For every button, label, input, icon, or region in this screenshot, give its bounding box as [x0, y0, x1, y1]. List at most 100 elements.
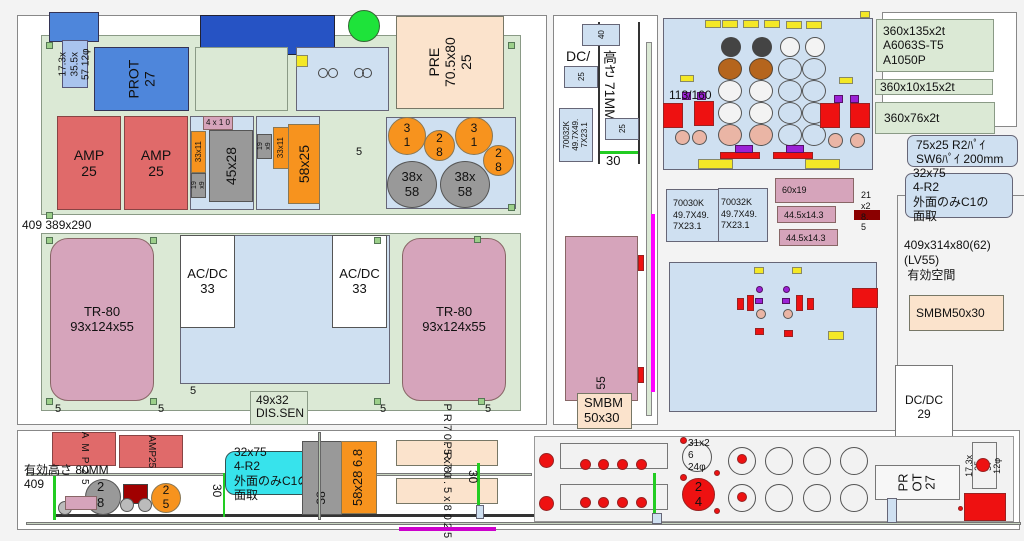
block-25-b: 25 — [605, 118, 639, 140]
comp-21x2-label: 21 x2 8. 5 — [861, 190, 872, 233]
cap-outline — [780, 37, 800, 57]
red-part — [638, 367, 644, 383]
hole — [362, 68, 372, 78]
small-dot — [958, 506, 963, 511]
prot-small-module: 17.3x 35.5x 57 12φ — [58, 40, 92, 88]
cap-outline — [840, 484, 868, 512]
yellow-part — [860, 11, 870, 18]
red-transistor — [852, 288, 878, 308]
terminal-dot — [580, 497, 591, 508]
smbm-heatsink: 55 — [565, 236, 638, 401]
cap-outline — [765, 484, 793, 512]
spacing-label: 5 — [485, 403, 492, 415]
comp-4x10: 4 x 1 0 — [203, 116, 233, 130]
clip — [652, 513, 662, 524]
red-transistor — [694, 101, 714, 126]
pre-bottom-b: PR70.5x8025 — [396, 441, 498, 541]
comp-33x11-b: 33x11 — [273, 127, 289, 169]
amp-bottom-a: AMP25 — [52, 432, 116, 490]
cap-dark — [752, 37, 772, 57]
purple-part — [682, 92, 691, 100]
transformer-left: TR-80 93x124x55 — [50, 238, 154, 401]
cap-pink — [718, 124, 742, 146]
red-bar — [773, 152, 813, 159]
magenta-rail — [651, 214, 655, 392]
lower-amp-pcb — [669, 262, 877, 412]
yellow-part — [792, 267, 802, 274]
note-32x75: 32x75 4-R2 外面のみC1の 面取 — [913, 166, 989, 224]
cap-outline — [728, 447, 756, 475]
yellow-part — [786, 21, 802, 29]
purple-part — [735, 145, 753, 153]
spacer — [46, 42, 53, 49]
note-75x25: 75x25 R2ﾊﾟｲ SW6ﾊﾟｲ 200mm — [907, 135, 1018, 167]
yellow-part — [743, 20, 759, 28]
terminal-dot — [539, 453, 554, 468]
yellow-connector — [296, 55, 308, 67]
cap-gray-small — [120, 498, 134, 512]
terminal-dot — [580, 459, 591, 470]
purple-part — [782, 298, 790, 304]
cap-brown — [749, 58, 773, 80]
cap-gray-small — [138, 498, 152, 512]
cap-white — [718, 102, 742, 124]
cap-dark — [721, 37, 741, 57]
inductor-70032k-b: 70032K 49.7X49. 7X23.1 — [718, 188, 768, 242]
yellow-part — [698, 159, 733, 169]
dim-line — [477, 463, 480, 505]
plate-360x76: 360x76x2t — [875, 102, 995, 134]
red-part — [755, 328, 764, 335]
red-part — [638, 255, 644, 271]
space-info: 409x314x80(62) (LV55) 有効空間 — [904, 238, 991, 282]
red-transistor — [820, 103, 840, 128]
dcdc-label: DC/ — [566, 48, 591, 64]
cap-outline — [682, 442, 712, 472]
magenta-rail — [399, 527, 496, 531]
led-indicator — [348, 10, 380, 42]
inductor-70032k: 70032K 49.7X49. 7X23.1 — [559, 108, 593, 162]
cap-31x26-label: 31x2 6 24φ — [688, 438, 710, 473]
terminal-dot — [617, 459, 628, 470]
red-part — [807, 298, 814, 310]
purple-part — [756, 286, 763, 293]
black-rail — [53, 514, 1013, 517]
block-40: 40 — [582, 24, 620, 46]
dcdc-module-right: DC/DC 29 — [895, 365, 953, 450]
amp-module-2: AMP 25 — [124, 116, 188, 210]
spacer — [374, 237, 381, 244]
hole — [318, 68, 328, 78]
yellow-part — [828, 331, 844, 340]
comp-58x28: 58x28 6.8 — [341, 441, 377, 514]
comp-45x28: 45x28 — [209, 130, 253, 202]
cap-28-b: 2 8 — [483, 145, 514, 176]
yellow-part — [705, 20, 721, 28]
spacer — [150, 237, 157, 244]
red-part — [747, 295, 754, 311]
cap-28-a: 2 8 — [424, 130, 455, 161]
purple-part — [783, 286, 790, 293]
small-dot — [680, 437, 687, 444]
cap-pink-small — [756, 309, 766, 319]
dark-red-part — [854, 210, 880, 220]
cap-outline — [840, 447, 868, 475]
bracket-line — [638, 22, 640, 164]
spacing-label: 5 — [55, 403, 62, 415]
cap-pink-small — [783, 309, 793, 319]
spacer — [46, 398, 53, 405]
connector-bay — [296, 47, 389, 111]
purple-part — [755, 298, 763, 304]
spacing-label: 5 — [356, 146, 363, 158]
note-cyan: 32x75 4-R2 外面のみC1の 面取 — [234, 445, 310, 503]
amp-module-1: AMP 25 — [57, 116, 121, 210]
small-dot — [714, 470, 720, 476]
label-113-160: 113/160 — [669, 88, 712, 102]
yellow-part — [805, 159, 840, 169]
yellow-part — [764, 20, 780, 28]
label-409: 409 — [24, 477, 45, 491]
terminal-block — [560, 443, 668, 469]
board-size-label: 409 389x290 — [22, 218, 92, 232]
cap-outline — [778, 102, 802, 124]
transformer-right: TR-80 93x124x55 — [402, 238, 506, 401]
inductor-70030k: 70030K 49.7X49. 7X23.1 — [666, 189, 721, 242]
rail-bottom — [26, 522, 1021, 525]
